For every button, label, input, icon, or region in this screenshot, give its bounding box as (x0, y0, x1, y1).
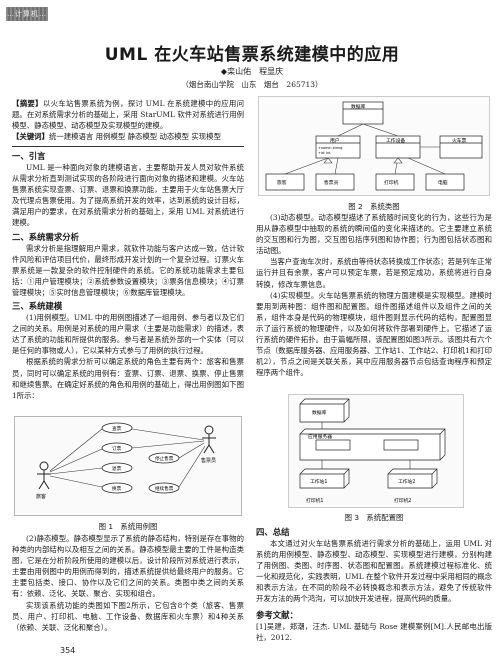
class-user-attr-name: +name: string (318, 146, 342, 150)
usecase-book-label: 订票 (112, 445, 122, 452)
class-user-label: 用户 (330, 137, 340, 144)
rel-db-user (337, 123, 364, 137)
requirements-paragraph: 需求分析是指理解用户需求，就软件功能与客户达成一致，估计软件风险和评估项目代价，… (12, 243, 244, 297)
assoc-clerk-query (131, 428, 205, 441)
actor-passenger-label: 旅客 (36, 493, 46, 500)
assoc-passenger-book (49, 448, 103, 473)
node-printer1-label: 打印机1 (306, 497, 323, 504)
assoc-passenger-query (49, 428, 103, 472)
node-workstation1-label: 工作站1 (310, 478, 327, 485)
assoc-clerk-resume (178, 445, 206, 488)
intro-paragraph: UML 是一种面向对象的建模语言，主要帮助开发人员对软件系统从需求分析直到测试实… (12, 163, 244, 228)
conclusion-paragraph: 本文通过对火车站售票系统进行需求分析的基础上，运用 UML 对系统的用例模型、静… (256, 539, 492, 604)
class-user-attr-id: +id: int (318, 151, 331, 155)
generalization-arrow-equipment (393, 157, 403, 164)
right-column-top: (3)动态模型。动态模型描述了系统随时间变化的行为，这些行为是用从静态模型中抽取… (256, 212, 492, 378)
rel-db-equipment (362, 123, 399, 137)
abstract-label: 【摘要】 (12, 99, 43, 108)
node-database (299, 398, 350, 423)
usecase-query-label: 查票 (112, 425, 122, 432)
class-printer-label: 打印机 (384, 179, 399, 186)
section-heading-intro: 一、引言 (12, 151, 46, 161)
node-app-server (299, 428, 446, 461)
actor-clerk-label: 售票员 (201, 457, 216, 464)
section-heading-modeling: 三、系统建模 (12, 301, 63, 312)
abstract-text: 以火车站售票系统为例，探讨 UML 在系统建模中的应用问题。在对系统需求分析的基… (12, 99, 244, 131)
class-equipment-label: 工作设备 (386, 137, 405, 144)
assoc-clerk-stop (178, 442, 205, 459)
dynamic-model-paragraph: (3)动态模型。动态模型描述了系统随时间变化的行为，这些行为是用从静态模型中抽取… (256, 213, 492, 256)
generalization-arrow-user (323, 157, 333, 164)
authors: ◆栾山佑 程显庆 (220, 67, 284, 76)
actor-clerk (202, 425, 216, 454)
node-printer2-label: 打印机2 (394, 497, 411, 504)
conclusion-section: 四、总结 本文通过对火车站售票系统进行需求分析的基础上，运用 UML 对系统的用… (256, 526, 492, 643)
abstract-rule (12, 146, 244, 147)
conclusion-heading: 四、总结 (256, 527, 290, 537)
left-column: 一、引言 UML 是一种面向对象的建模语言，主要帮助开发人员对软件系统从需求分析… (12, 150, 244, 401)
affiliation: （烟台南山学院 山东 烟台 265713） (181, 80, 323, 89)
usecase-diagram: 旅客 售票员 查票 订票 退票 换票 停止售票 继续售票 (14, 416, 242, 516)
usecase-resume-sale-label: 继续售票 (155, 485, 174, 492)
roles-paragraph: 根据系统的需求分析可以确定系统的角色主要有两个：旅客和售票员，同时可以确定系统的… (12, 357, 244, 400)
implementation-paragraph: (4)实现模型。火车站售票系统的物理方面建模是实现模型。建模时要用到两种图：组件… (256, 290, 492, 378)
keywords: 【关键词】统一建模语言 用例模型 静态模型 动态模型 实现模型 (12, 131, 244, 142)
usecase-paragraph: (1)用例模型。UML 中的用例图描述了一组用例、参与者以及它们之间的关系。用例… (12, 313, 244, 356)
assoc-passenger-refund (49, 467, 103, 475)
figure1-caption: 图 1 系统用例图 (98, 522, 158, 531)
reference-item: [1]吴建，郑潮，汪杰. UML 基础与 Rose 建模案例[M].人民邮电出版… (256, 621, 492, 642)
keywords-text: 统一建模语言 用例模型 静态模型 动态模型 实现模型 (48, 132, 221, 141)
paper-title: UML 在火车站售票系统建模中的应用 (104, 45, 400, 65)
class-computer-label: 电脑 (438, 179, 448, 186)
classdiagram-paragraph: 实现该系统功能的类图如下图2所示，它包含8个类（旅客、售票员、用户、打印机、电脑… (12, 600, 244, 632)
class-diagram: 数据库 用户 工作设备 火车票 旅客 售票员 打印机 电脑 +name: str… (258, 96, 490, 196)
state-paragraph: 当客户查询车次时，系统由等待状态转换成工作状态；若是列车正常运行并且有余票，客户… (256, 257, 492, 289)
class-ticket-label: 火车票 (452, 137, 467, 144)
class-database-label: 数据库 (351, 103, 366, 110)
usecase-refund-label: 退票 (112, 465, 122, 472)
keywords-label: 【关键词】 (12, 132, 49, 141)
usecase-resume-sale (148, 482, 180, 494)
references-heading: 参考文献： (256, 609, 298, 620)
figure2-caption: 图 2 系统类图 (348, 202, 400, 211)
node-database-label: 数据库 (312, 409, 327, 416)
usecase-exchange-label: 换票 (112, 485, 122, 492)
assoc-clerk-book (131, 440, 205, 449)
usecase-stop-sale-label: 停止售票 (155, 455, 174, 462)
usecase-query (101, 422, 133, 434)
figure3-caption: 图 3 系统配置图 (344, 513, 404, 522)
node-workstation2-label: 工作站2 (398, 478, 415, 485)
page-number: 354 (60, 646, 76, 655)
actor-passenger (37, 461, 51, 490)
rel-passenger-user (284, 157, 329, 175)
section-heading-requirements: 二、系统需求分析 (12, 231, 79, 242)
component-booking (383, 439, 419, 451)
assoc-passenger-exchange (49, 475, 103, 488)
abstract: 【摘要】以火车站售票系统为例，探讨 UML 在系统建模中的应用问题。在对系统需求… (12, 98, 244, 131)
usecase-exchange (101, 482, 133, 494)
deployment-diagram: 数据库 应用服务器 工作站1 工作站2 打印机1 打印机2 (288, 394, 464, 508)
header-tag: …计算机… (6, 7, 48, 21)
node-app-server-label: 应用服务器 (308, 433, 332, 440)
node-workstation1 (299, 468, 350, 489)
class-passenger-label: 旅客 (277, 179, 287, 186)
left-bottom-text: (2)静态模型。静态模型显示了系统的静态结构，特别是存在事物的种类的内部结构以及… (12, 533, 244, 633)
class-clerk-label: 售票员 (324, 179, 339, 186)
component-query (315, 439, 351, 451)
rel-computer-equipment (407, 157, 446, 175)
rel-clerk-user (334, 157, 339, 175)
node-workstation2 (387, 468, 438, 489)
static-model-paragraph: (2)静态模型。静态模型显示了系统的静态结构，特别是存在事物的种类的内部结构以及… (12, 534, 244, 599)
